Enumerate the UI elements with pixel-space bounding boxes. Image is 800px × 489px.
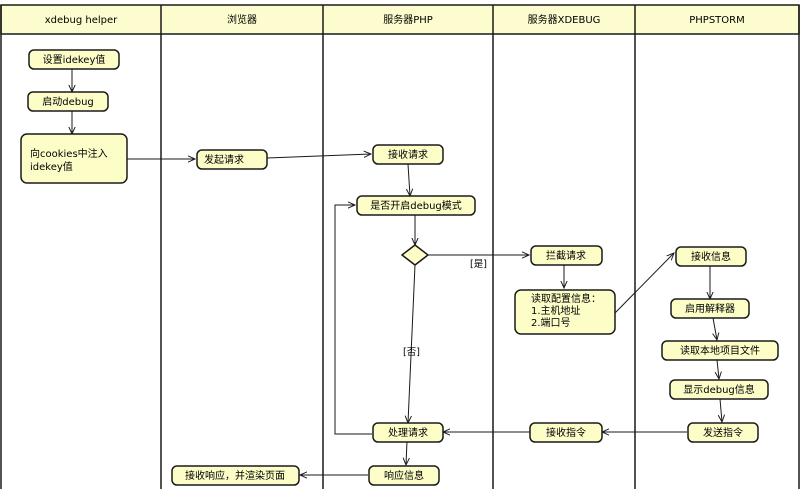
node-intercept-label: 拦截请求 bbox=[546, 249, 586, 262]
node-send-cmd: 发送指令 bbox=[687, 422, 759, 443]
node-receive-info: 接收信息 bbox=[675, 246, 747, 267]
node-receive-info-label: 接收信息 bbox=[691, 250, 731, 263]
node-check-debug-label: 是否开启debug模式 bbox=[370, 199, 462, 212]
node-enable-interpreter: 启用解释器 bbox=[670, 298, 750, 319]
node-read-config-line2: 1.主机地址 bbox=[531, 304, 581, 317]
node-receive-cmd: 接收指令 bbox=[529, 422, 603, 443]
node-set-idekey: 设置idekey值 bbox=[28, 49, 120, 70]
node-response: 响应信息 bbox=[368, 465, 440, 486]
node-handle-request: 处理请求 bbox=[372, 422, 444, 443]
lane-header-browser: 浏览器 bbox=[227, 13, 257, 26]
node-send-request: 发起请求 bbox=[196, 149, 268, 170]
edge-local-to-show bbox=[717, 359, 719, 379]
edge-send-to-receive bbox=[266, 154, 371, 159]
node-handle-request-label: 处理请求 bbox=[388, 426, 428, 439]
node-show-debug: 显示debug信息 bbox=[669, 379, 769, 400]
node-inject-cookie-line2: idekey值 bbox=[30, 160, 73, 173]
node-render-label: 接收响应，并渲染页面 bbox=[185, 469, 285, 482]
node-show-debug-label: 显示debug信息 bbox=[683, 383, 755, 396]
edge-label-yes: [是] bbox=[470, 259, 487, 270]
edge-decision-no bbox=[408, 264, 416, 423]
lane-header-php: 服务器PHP bbox=[383, 13, 433, 26]
node-set-idekey-label: 设置idekey值 bbox=[43, 53, 106, 66]
node-render: 接收响应，并渲染页面 bbox=[171, 465, 300, 486]
node-inject-cookie-line1: 向cookies中注入 bbox=[30, 147, 108, 160]
node-read-config-line1: 读取配置信息： bbox=[531, 292, 601, 305]
node-start-debug: 启动debug bbox=[27, 91, 109, 112]
edge-read-to-phpstorm bbox=[614, 253, 674, 314]
node-receive-request-label: 接收请求 bbox=[388, 148, 428, 161]
edge-handle-loop-back bbox=[334, 205, 372, 435]
node-intercept: 拦截请求 bbox=[530, 245, 603, 266]
lane-header-helper: xdebug helper bbox=[45, 15, 118, 26]
node-response-label: 响应信息 bbox=[384, 469, 424, 482]
edge-receive-to-check bbox=[408, 163, 410, 196]
node-read-local-label: 读取本地项目文件 bbox=[680, 344, 760, 357]
node-read-config: 读取配置信息： 1.主机地址 2.端口号 bbox=[514, 289, 616, 335]
node-read-local: 读取本地项目文件 bbox=[661, 340, 779, 361]
node-read-config-line3: 2.端口号 bbox=[531, 316, 571, 329]
node-receive-request: 接收请求 bbox=[372, 144, 444, 165]
node-start-debug-label: 启动debug bbox=[42, 95, 94, 108]
node-send-request-label: 发起请求 bbox=[204, 153, 244, 166]
node-check-debug: 是否开启debug模式 bbox=[356, 195, 476, 216]
lane-header-xdebug: 服务器XDEBUG bbox=[528, 13, 601, 26]
edge-label-no: [否] bbox=[403, 347, 420, 358]
edge-interpreter-to-local bbox=[713, 317, 717, 340]
edge-handle-to-response bbox=[406, 440, 407, 465]
node-receive-cmd-label: 接收指令 bbox=[546, 426, 586, 439]
edge-show-to-send bbox=[720, 398, 722, 422]
decision-diamond bbox=[400, 244, 430, 266]
lane-header-phpstorm: PHPSTORM bbox=[689, 15, 744, 26]
node-enable-interpreter-label: 启用解释器 bbox=[685, 302, 735, 315]
node-send-cmd-label: 发送指令 bbox=[703, 426, 743, 439]
node-inject-cookie: 向cookies中注入 idekey值 bbox=[20, 133, 128, 184]
